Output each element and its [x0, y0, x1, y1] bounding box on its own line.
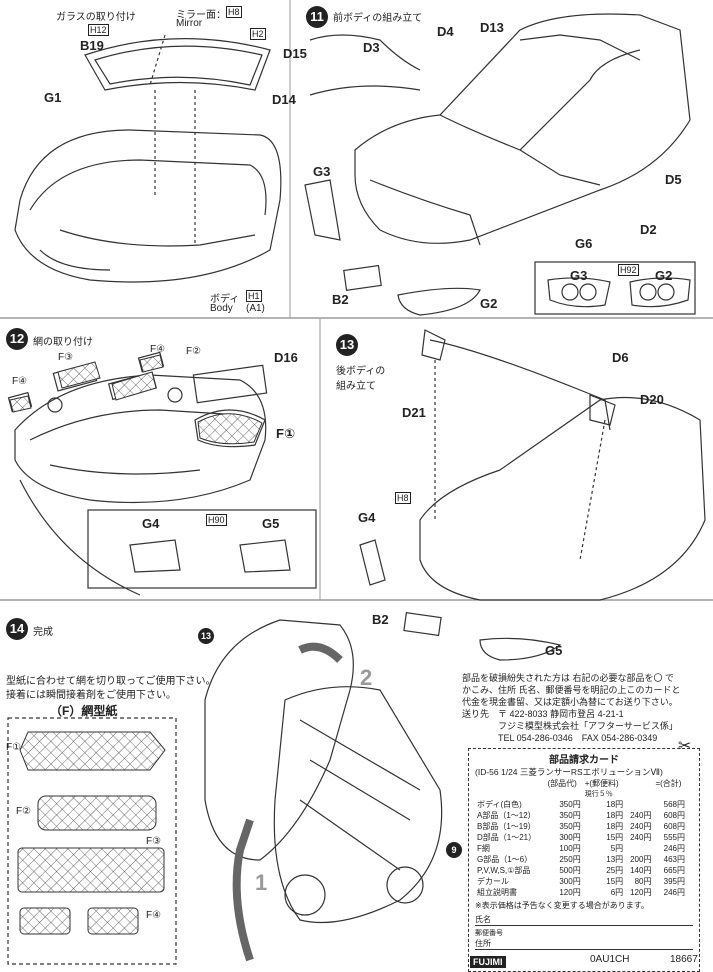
part-g2-detail: G2 — [655, 268, 673, 283]
mesh-pattern-f1 — [19, 731, 166, 771]
mesh-note-2: 接着には瞬間接着剤をご使用下さい。 — [6, 690, 176, 701]
part-g5-detail: G5 — [262, 516, 280, 531]
footer-number: 18667 — [670, 954, 698, 965]
part-g3-front: G3 — [313, 164, 331, 179]
price-note: ※表示価格は予告なく変更する場合があります。 — [475, 901, 649, 910]
part-g3-detail: G3 — [570, 268, 588, 283]
body-en-label: Body — [210, 303, 233, 314]
part-d21: D21 — [402, 405, 426, 420]
callout-step-13: 13 — [198, 628, 214, 644]
service-line-3: 代金を現金書留、又は定額小為替にてお送り下さい。 — [462, 697, 678, 707]
part-f4-step12b: F④ — [12, 376, 28, 387]
price-table-header: (部品代) +(郵便料) =(合計) — [547, 779, 682, 788]
part-d14: D14 — [272, 92, 296, 107]
service-line-2: かこみ、住所 氏名、郵便番号を明記の上このカードと — [462, 685, 681, 695]
service-line-1: 部品を破損紛失された方は 右記の必要な部品を〇 で — [462, 673, 675, 683]
footer-code: 0AU1CH — [590, 954, 630, 965]
mesh-pattern-f2 — [37, 795, 157, 831]
part-d13: D13 — [480, 20, 504, 35]
body-color-a1: (A1) — [246, 303, 265, 314]
mesh-pattern-f4b — [87, 907, 139, 935]
part-d20: D20 — [640, 392, 664, 407]
color-h90: H90 — [206, 514, 227, 526]
arrow-1-label: 1 — [255, 870, 268, 895]
step-14-number: 14 — [6, 618, 28, 640]
body-color-h1: H1 — [246, 290, 262, 302]
card-subtitle: (ID-56 1/24 三菱ランサーRSエボリューションⅦ) — [475, 767, 663, 777]
mesh-sheet-title: （F）網型紙 — [50, 704, 118, 718]
step-13-number: 13 — [336, 334, 358, 356]
mesh-f4-label: F④ — [146, 910, 162, 921]
part-g2-front: G2 — [480, 296, 498, 311]
part-d5: D5 — [665, 172, 682, 187]
address-field[interactable]: 住所 — [475, 938, 693, 950]
service-company: フジミ模型株式会社「アフターサービス係」 — [498, 721, 678, 731]
parts-order-card: 部品請求カード (ID-56 1/24 三菱ランサーRSエボリューションⅦ) (… — [468, 748, 700, 972]
mesh-f1-label: F① — [6, 742, 22, 753]
mesh-pattern-f4a — [19, 907, 71, 935]
mesh-f3-label: F③ — [146, 836, 162, 847]
part-d6: D6 — [612, 350, 629, 365]
color-h2: H2 — [250, 28, 266, 40]
step-12-number: 12 — [6, 328, 28, 350]
part-d2: D2 — [640, 222, 657, 237]
color-h12: H12 — [88, 24, 109, 36]
step-11-number: 11 — [306, 6, 328, 28]
color-h92: H92 — [618, 264, 639, 276]
part-d4: D4 — [437, 24, 454, 39]
part-g5: G5 — [545, 643, 563, 658]
part-d15: D15 — [283, 46, 307, 61]
service-info: 部品を破損紛失された方は 右記の必要な部品を〇 で かこみ、住所 氏名、郵便番号… — [462, 672, 707, 744]
step-13-title: 後ボディの 組み立て — [336, 366, 386, 392]
part-g1: G1 — [44, 90, 62, 105]
part-b2-rear: B2 — [372, 612, 389, 627]
postal-field[interactable]: 郵便番号 — [475, 930, 503, 937]
mesh-f2-label: F② — [16, 806, 32, 817]
part-d16: D16 — [274, 350, 298, 365]
card-title: 部品請求カード — [549, 755, 619, 766]
step-11-title: 前ボディの組み立て — [333, 13, 423, 24]
part-b19: B19 — [80, 38, 104, 53]
part-f3-step12: F③ — [58, 352, 74, 363]
service-phone: TEL 054-286-0346 FAX 054-286-0349 — [498, 733, 658, 743]
part-g6: G6 — [575, 236, 593, 251]
name-field[interactable]: 氏名 — [475, 914, 693, 926]
part-f4-step12a: F④ — [150, 344, 166, 355]
mesh-note-1: 型紙に合わせて網を切り取ってご使用下さい。 — [6, 676, 216, 687]
step-14-title: 完成 — [33, 627, 53, 638]
mirror-jp-label: ミラー面： — [176, 10, 226, 21]
part-g4-detail: G4 — [142, 516, 160, 531]
part-f2-step12: F② — [186, 346, 202, 357]
brand-logo: FUJIMI — [470, 952, 506, 970]
color-h8-rear: H8 — [395, 492, 411, 504]
step-12-title: 網の取り付け — [33, 337, 93, 348]
glass-step-title: ガラスの取り付け — [56, 12, 136, 23]
part-f1-step12: F① — [276, 426, 295, 441]
mirror-color-code: H8 — [226, 6, 242, 18]
body-jp-label: ボディ — [210, 294, 240, 305]
callout-step-9: 9 — [446, 842, 462, 858]
mesh-pattern-f3 — [17, 847, 165, 893]
part-d3: D3 — [363, 40, 380, 55]
mirror-en-label: Mirror — [176, 18, 203, 29]
arrow-2-label: 2 — [360, 665, 373, 690]
part-g4: G4 — [358, 510, 376, 525]
part-b2-front: B2 — [332, 292, 349, 307]
scissors-icon: ✂ — [678, 738, 692, 755]
service-address: 送り先 〒 422-8033 静岡市登呂 4-21-1 — [462, 709, 624, 719]
